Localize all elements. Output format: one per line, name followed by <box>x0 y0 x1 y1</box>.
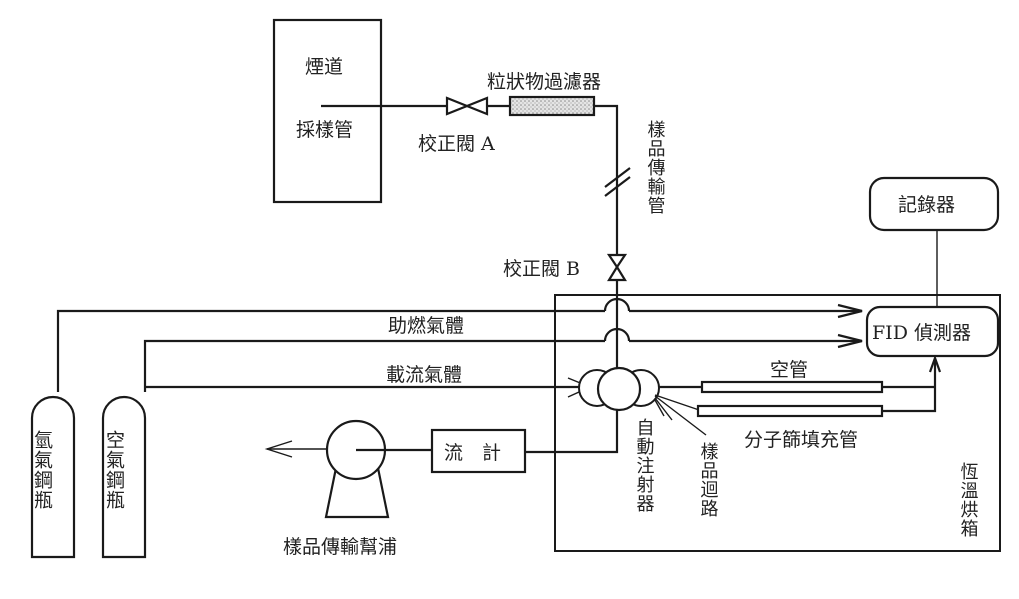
empty-tube-label: 空管 <box>770 359 808 381</box>
oven-label: 恆溫烘箱 <box>958 462 979 538</box>
air-cylinder-label: 空氣鋼瓶 <box>103 430 125 510</box>
line-crossover <box>603 297 631 312</box>
injector-to-flowmeter-line <box>525 410 619 454</box>
sample-pump <box>324 419 432 519</box>
column-outlet-to-fid <box>882 360 937 413</box>
fid-detector-label: FID 偵測器 <box>872 322 971 344</box>
recorder-label: 記錄器 <box>898 194 955 216</box>
sample-transfer-line <box>594 104 619 255</box>
sample-transfer-line-label: 樣品傳輸管 <box>645 120 666 215</box>
calibration-valve-b <box>606 253 628 282</box>
combustion-arrow-icon <box>837 333 863 349</box>
sample-loop-label: 樣品迴路 <box>698 442 719 518</box>
flue-stack: 煙道 採樣管 <box>272 18 383 204</box>
sampling-probe-label: 採樣管 <box>296 119 353 141</box>
particulate-filter <box>508 95 596 117</box>
auto-injector <box>578 366 660 412</box>
hydrogen-arrow-icon <box>837 303 863 319</box>
sample-pump-label: 樣品傳輸幫浦 <box>283 536 397 558</box>
calibration-valve-a <box>445 96 510 116</box>
combustion-gas-line <box>143 339 605 392</box>
molecular-sieve-column-label: 分子篩填充管 <box>744 429 858 451</box>
oven-box <box>554 294 1001 552</box>
calibration-valve-a-label: 校正閥 A <box>418 133 495 155</box>
particulate-filter-label: 粒狀物過濾器 <box>487 71 601 93</box>
line-break-mark <box>604 176 631 197</box>
auto-injector-label: 自動注射器 <box>634 418 655 513</box>
hydrogen-cylinder-label: 氫氣鋼瓶 <box>31 430 53 510</box>
molecular-sieve-column <box>696 404 884 418</box>
recorder-box <box>868 176 1000 232</box>
flow-meter-label: 流 計 <box>444 442 501 464</box>
carrier-gas-label: 載流氣體 <box>386 364 462 386</box>
empty-tube <box>700 380 884 394</box>
calibration-valve-b-label: 校正閥 B <box>503 258 580 280</box>
flow-meter-box <box>430 428 527 474</box>
combustion-gas-label: 助燃氣體 <box>388 315 464 337</box>
air-cylinder <box>101 395 147 559</box>
fid-detector-box <box>865 305 1000 358</box>
hydrogen-gas-line <box>56 309 605 392</box>
flue-label: 煙道 <box>305 56 343 78</box>
sample-loop <box>654 394 707 436</box>
exhaust-arrow-icon <box>264 440 293 458</box>
fid-inlet-arrow-icon <box>928 354 942 373</box>
line-break-mark <box>604 167 631 188</box>
line-crossover <box>603 327 631 342</box>
hydrogen-cylinder <box>30 395 76 559</box>
